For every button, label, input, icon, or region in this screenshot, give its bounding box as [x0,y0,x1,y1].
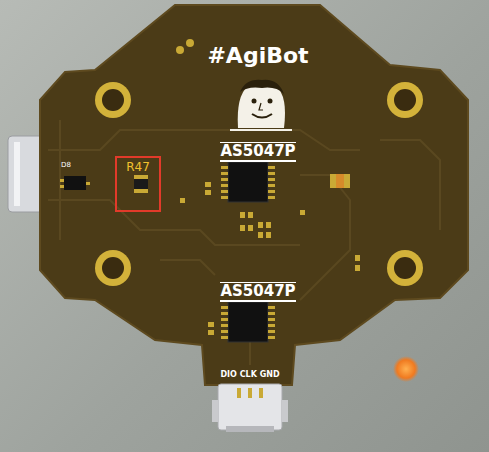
pin-names: DIO CLK GND [220,371,279,380]
pcb-traces [48,120,440,365]
usb-shell-highlight [14,142,20,206]
silkscreen-ref: D8 [61,162,71,170]
as5047p-chip [221,302,275,342]
highlight-box: R47 [115,156,161,212]
chip-label: AS5047P [220,282,295,302]
mounting-holes [95,82,423,286]
smd-pads [180,182,360,335]
as5047p-chip [221,162,275,202]
resistor [134,175,148,193]
component-ref: R47 [121,160,155,174]
bottom-connector [212,384,288,432]
orange-marker [393,356,419,382]
capacitor [330,174,350,188]
chip-label: AS5047P [220,142,295,162]
diode [60,176,90,190]
pcb-board [40,5,468,385]
board-title: #AgiBot [207,44,308,68]
via [176,46,184,54]
portrait-logo [230,80,292,130]
via [186,39,194,47]
